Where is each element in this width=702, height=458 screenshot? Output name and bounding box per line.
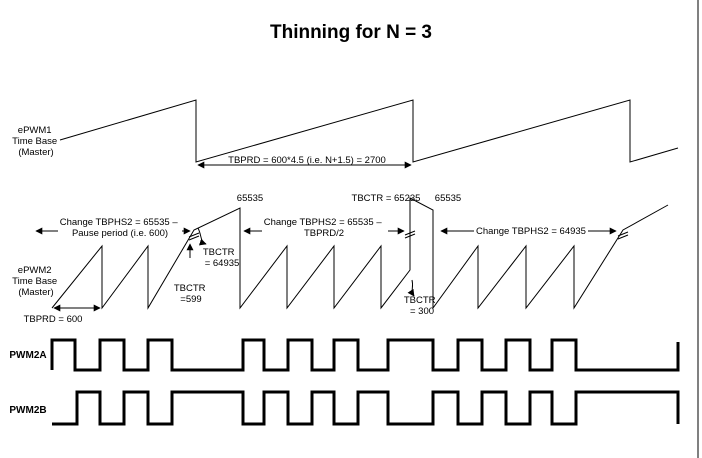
tbprd-slave-label: TBPRD = 600 [24,314,83,325]
pwm2a-label: PWM2A [9,350,46,361]
tbctr-300-pointer [407,279,415,297]
pwm2b-waveform [52,390,680,426]
max-label-2: 65535 [435,193,461,204]
change3-label: Change TBPHS2 = 64935 [476,226,586,237]
change1-label: Change TBPHS2 = 65535 – Pause period (i.… [60,217,181,239]
tbctr-65235-label: TBCTR = 65235 [352,193,421,204]
break-marks [188,230,629,241]
epwm1-label: ePWM1 Time Base (Master) [12,125,60,158]
epwm2-label: ePWM2 Time Base (Master) [12,265,60,298]
change2-label: Change TBPHS2 = 65535 – TBPRD/2 [264,217,385,239]
diagram-title: Thinning for N = 3 [269,22,433,43]
tbprd-master-label: TBPRD = 600*4.5 (i.e. N+1.5) = 2700 [228,155,386,166]
tbctr-300-label: TBCTR = 300 [404,295,438,317]
tbctr-64935-pointer [197,227,207,246]
tbctr-599-label: TBCTR =599 [174,283,208,305]
max-label-1: 65535 [237,193,263,204]
epwm2-sawtooth [51,197,669,310]
change1-bg [58,215,182,239]
pwm2a-waveform [50,338,680,372]
change2-bg [262,215,388,239]
change3-bg [474,224,588,237]
pwm2b-label: PWM2B [9,405,46,416]
epwm1-sawtooth [59,99,679,163]
tbctr-64935-label: TBCTR = 64935 [203,247,239,269]
